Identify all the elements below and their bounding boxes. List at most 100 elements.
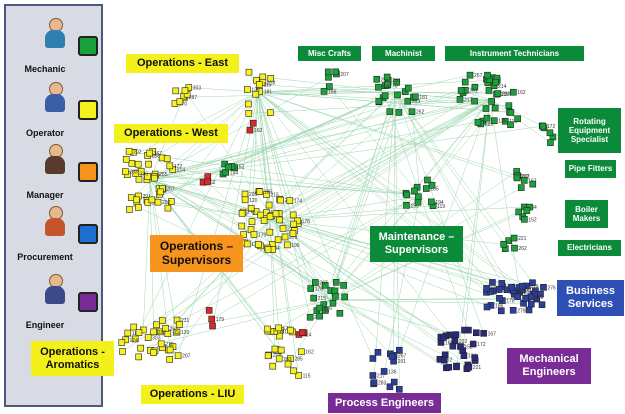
node — [250, 231, 258, 238]
edge — [279, 99, 491, 214]
node — [266, 109, 274, 116]
legend-label-manager: Manager — [26, 190, 64, 200]
node — [505, 102, 513, 110]
node — [449, 342, 457, 350]
manager-icon — [44, 144, 66, 176]
node — [495, 286, 503, 293]
node-label: 167 — [488, 331, 497, 337]
node — [312, 279, 319, 286]
node — [240, 231, 247, 238]
node — [298, 329, 306, 336]
node-label: 202 — [162, 200, 171, 206]
node — [332, 292, 339, 300]
node-label: 207 — [340, 72, 349, 78]
node — [286, 197, 294, 205]
legend-panel: Mechanic Operator Manager Procurement En… — [4, 4, 103, 407]
edge — [394, 91, 515, 295]
nodes: 2872703031811262181151622852832142172912… — [118, 68, 565, 393]
node — [283, 241, 291, 249]
node-label: 178 — [506, 299, 515, 305]
node-label: 181 — [264, 89, 273, 95]
label-machinist: Machinist — [372, 46, 435, 61]
node — [154, 198, 162, 206]
node — [471, 354, 479, 361]
node — [456, 96, 464, 103]
node — [135, 175, 143, 183]
node — [471, 83, 479, 91]
node — [498, 307, 505, 315]
node — [158, 317, 166, 324]
node — [452, 331, 460, 338]
node — [520, 177, 528, 184]
edge — [149, 179, 260, 192]
edge — [169, 219, 271, 360]
node — [256, 188, 264, 195]
node — [172, 87, 180, 95]
node — [157, 188, 164, 196]
edge — [329, 299, 457, 335]
edge — [155, 99, 491, 175]
edge — [329, 107, 496, 301]
node — [500, 240, 507, 248]
node — [411, 187, 418, 195]
node-label: 174 — [130, 338, 139, 344]
node — [509, 88, 517, 96]
edge — [234, 91, 396, 169]
node-label: 202 — [521, 174, 530, 180]
node — [264, 352, 272, 360]
node — [501, 117, 509, 125]
node — [290, 367, 297, 375]
node-label: 178 — [315, 287, 324, 293]
label-boiler-makers: Boiler Makers — [565, 200, 608, 228]
node-label: 196 — [321, 309, 330, 315]
node — [238, 210, 246, 217]
node — [306, 313, 314, 321]
node-label: 285 — [159, 172, 168, 178]
node-label: 214 — [498, 84, 507, 90]
node — [284, 360, 292, 368]
edge — [257, 91, 543, 305]
node-label: 231 — [392, 78, 401, 84]
node — [176, 98, 184, 105]
node-label: 162 — [517, 90, 526, 96]
node-label: 218 — [501, 92, 510, 98]
node-label: 172 — [477, 342, 486, 348]
node — [290, 220, 297, 228]
node-label: 267 — [474, 73, 483, 79]
operator-icon — [44, 82, 66, 114]
node — [259, 73, 267, 81]
node — [126, 206, 133, 213]
edge — [257, 91, 311, 318]
node-label: 156 — [172, 332, 181, 338]
edge — [394, 91, 502, 284]
edge — [269, 81, 496, 221]
node — [137, 344, 145, 352]
node-label: 190 — [410, 203, 419, 209]
edge — [279, 99, 491, 221]
node-label: 174 — [294, 199, 303, 205]
node — [386, 383, 394, 391]
edge — [149, 92, 464, 181]
node — [515, 208, 523, 216]
node-label: 196 — [495, 303, 504, 309]
edge — [269, 108, 487, 221]
node-label: 267 — [517, 289, 526, 295]
node — [528, 300, 535, 308]
node — [457, 343, 464, 350]
node — [523, 207, 531, 214]
node-label: 291 — [398, 359, 407, 365]
node — [522, 295, 529, 302]
node — [498, 280, 506, 287]
node — [396, 386, 403, 393]
node — [384, 81, 391, 89]
node-label: 279 — [289, 235, 298, 241]
node-label: 156 — [328, 89, 337, 95]
node — [135, 329, 143, 336]
node — [209, 322, 216, 330]
edge — [160, 299, 331, 333]
edge — [282, 99, 491, 229]
edge — [329, 94, 398, 301]
node-label: 207 — [182, 354, 191, 360]
node — [395, 109, 403, 116]
node-label: 217 — [377, 373, 386, 379]
